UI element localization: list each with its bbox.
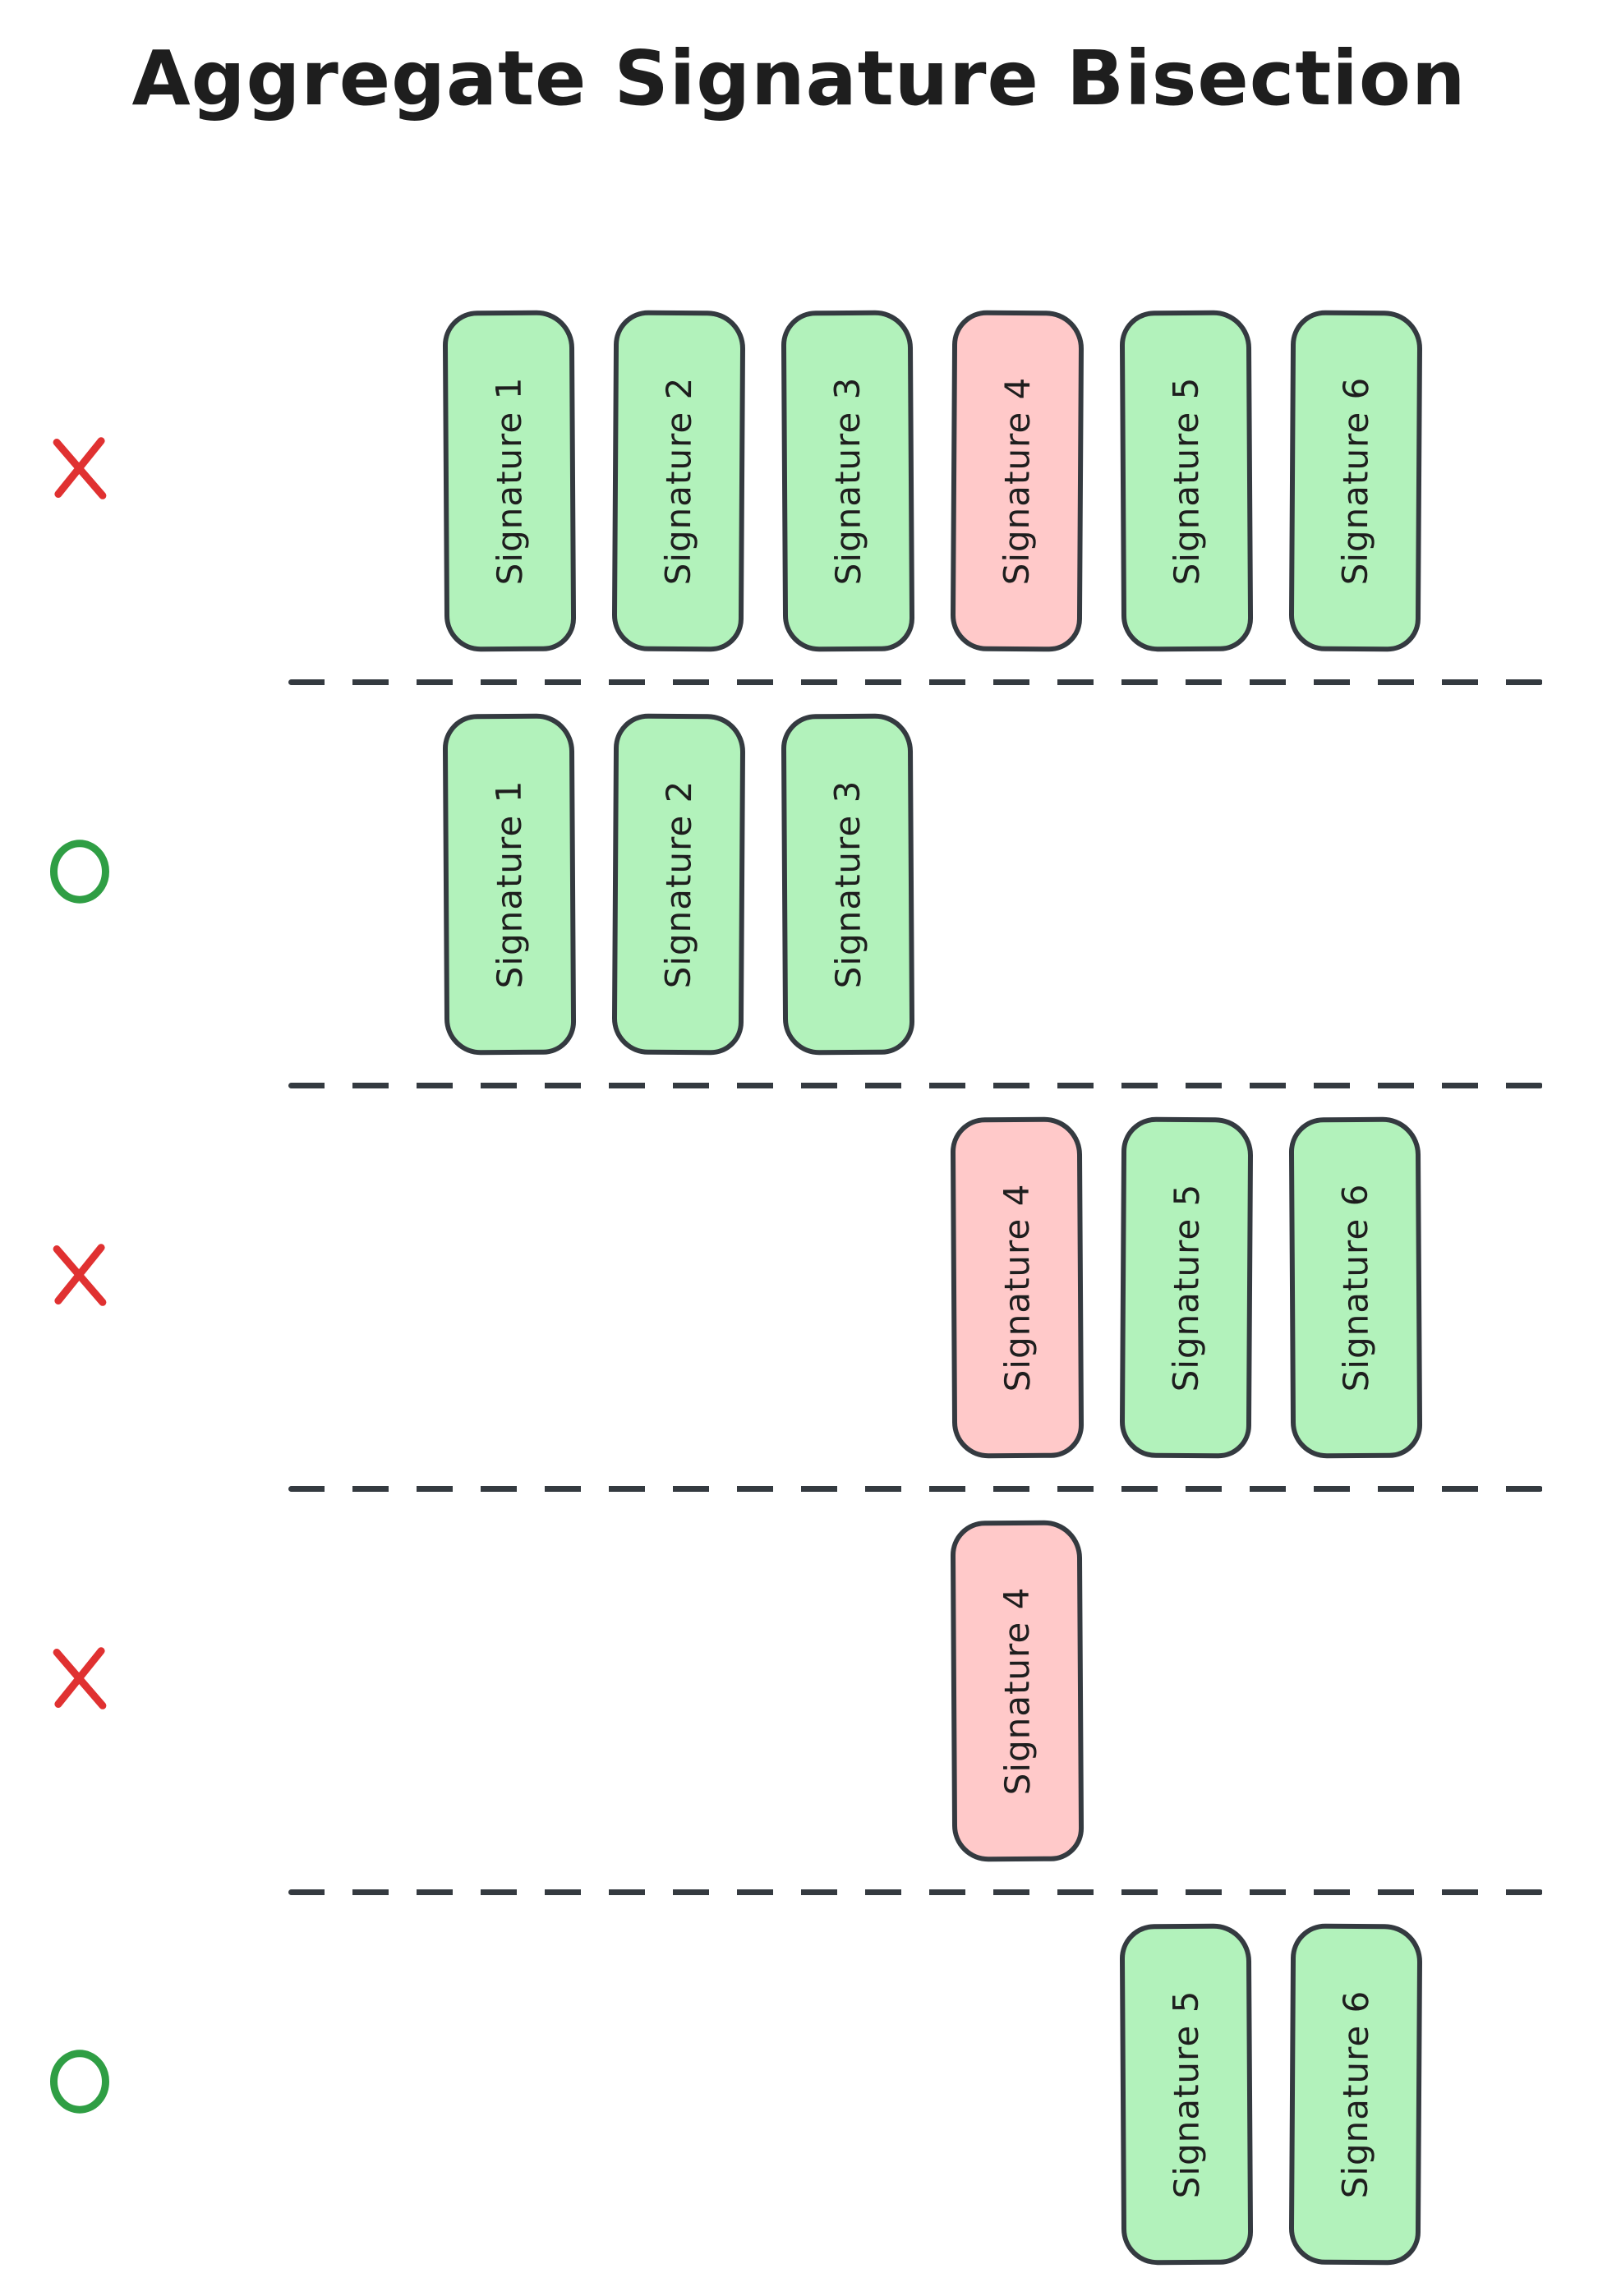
signature-box: Signature 3 bbox=[781, 310, 915, 652]
signature-box: Signature 2 bbox=[611, 310, 746, 652]
signature-label: Signature 3 bbox=[827, 780, 869, 989]
signature-label: Signature 2 bbox=[657, 780, 700, 989]
signature-label: Signature 5 bbox=[1165, 1990, 1208, 2199]
signature-label: Signature 1 bbox=[488, 376, 531, 586]
circle-icon bbox=[43, 835, 117, 909]
signature-label: Signature 6 bbox=[1334, 376, 1377, 586]
signature-box: Signature 1 bbox=[442, 713, 577, 1056]
row-divider bbox=[288, 1889, 1543, 1895]
x-mark-icon bbox=[43, 1641, 117, 1715]
bisection-row-2: Signature 1 Signature 2 Signature 3 bbox=[0, 683, 1598, 1088]
signature-label: Signature 5 bbox=[1165, 376, 1208, 586]
signature-box: Signature 1 bbox=[442, 310, 577, 652]
signature-box: Signature 5 bbox=[1119, 1116, 1254, 1459]
signature-label: Signature 1 bbox=[488, 780, 531, 989]
signature-box: Signature 5 bbox=[1119, 1923, 1254, 2266]
signature-box: Signature 6 bbox=[1288, 1116, 1423, 1459]
signature-label: Signature 6 bbox=[1334, 1990, 1377, 2199]
signature-label: Signature 4 bbox=[996, 376, 1038, 586]
signature-box: Signature 2 bbox=[611, 713, 746, 1056]
row-divider bbox=[288, 1083, 1543, 1088]
bisection-row-4: Signature 4 bbox=[0, 1489, 1598, 1895]
signature-box: Signature 6 bbox=[1288, 310, 1423, 652]
bisection-row-5: Signature 5 Signature 6 bbox=[0, 1893, 1598, 2296]
signature-label: Signature 2 bbox=[657, 376, 700, 586]
signature-label: Signature 5 bbox=[1165, 1183, 1208, 1392]
bisection-row-3: Signature 4 Signature 5 Signature 6 bbox=[0, 1086, 1598, 1492]
signature-box: Signature 6 bbox=[1288, 1923, 1423, 2266]
signature-label: Signature 4 bbox=[996, 1586, 1038, 1796]
bisection-row-1: Signature 1 Signature 2 Signature 3 Signatu… bbox=[0, 279, 1598, 685]
signature-label: Signature 4 bbox=[996, 1183, 1038, 1392]
x-mark-icon bbox=[43, 1238, 117, 1312]
signature-box: Signature 4 bbox=[950, 1116, 1085, 1459]
x-mark-icon bbox=[43, 431, 117, 505]
signature-box: Signature 4 bbox=[950, 1520, 1085, 1862]
signature-box: Signature 4 bbox=[950, 310, 1085, 652]
circle-icon bbox=[43, 2045, 117, 2119]
signature-box: Signature 3 bbox=[781, 713, 915, 1056]
signature-label: Signature 6 bbox=[1334, 1183, 1377, 1392]
row-divider bbox=[288, 1486, 1543, 1492]
signature-label: Signature 3 bbox=[827, 376, 869, 586]
signature-box: Signature 5 bbox=[1119, 310, 1254, 652]
diagram-title: Aggregate Signature Bisection bbox=[131, 35, 1467, 122]
row-divider bbox=[288, 679, 1543, 685]
